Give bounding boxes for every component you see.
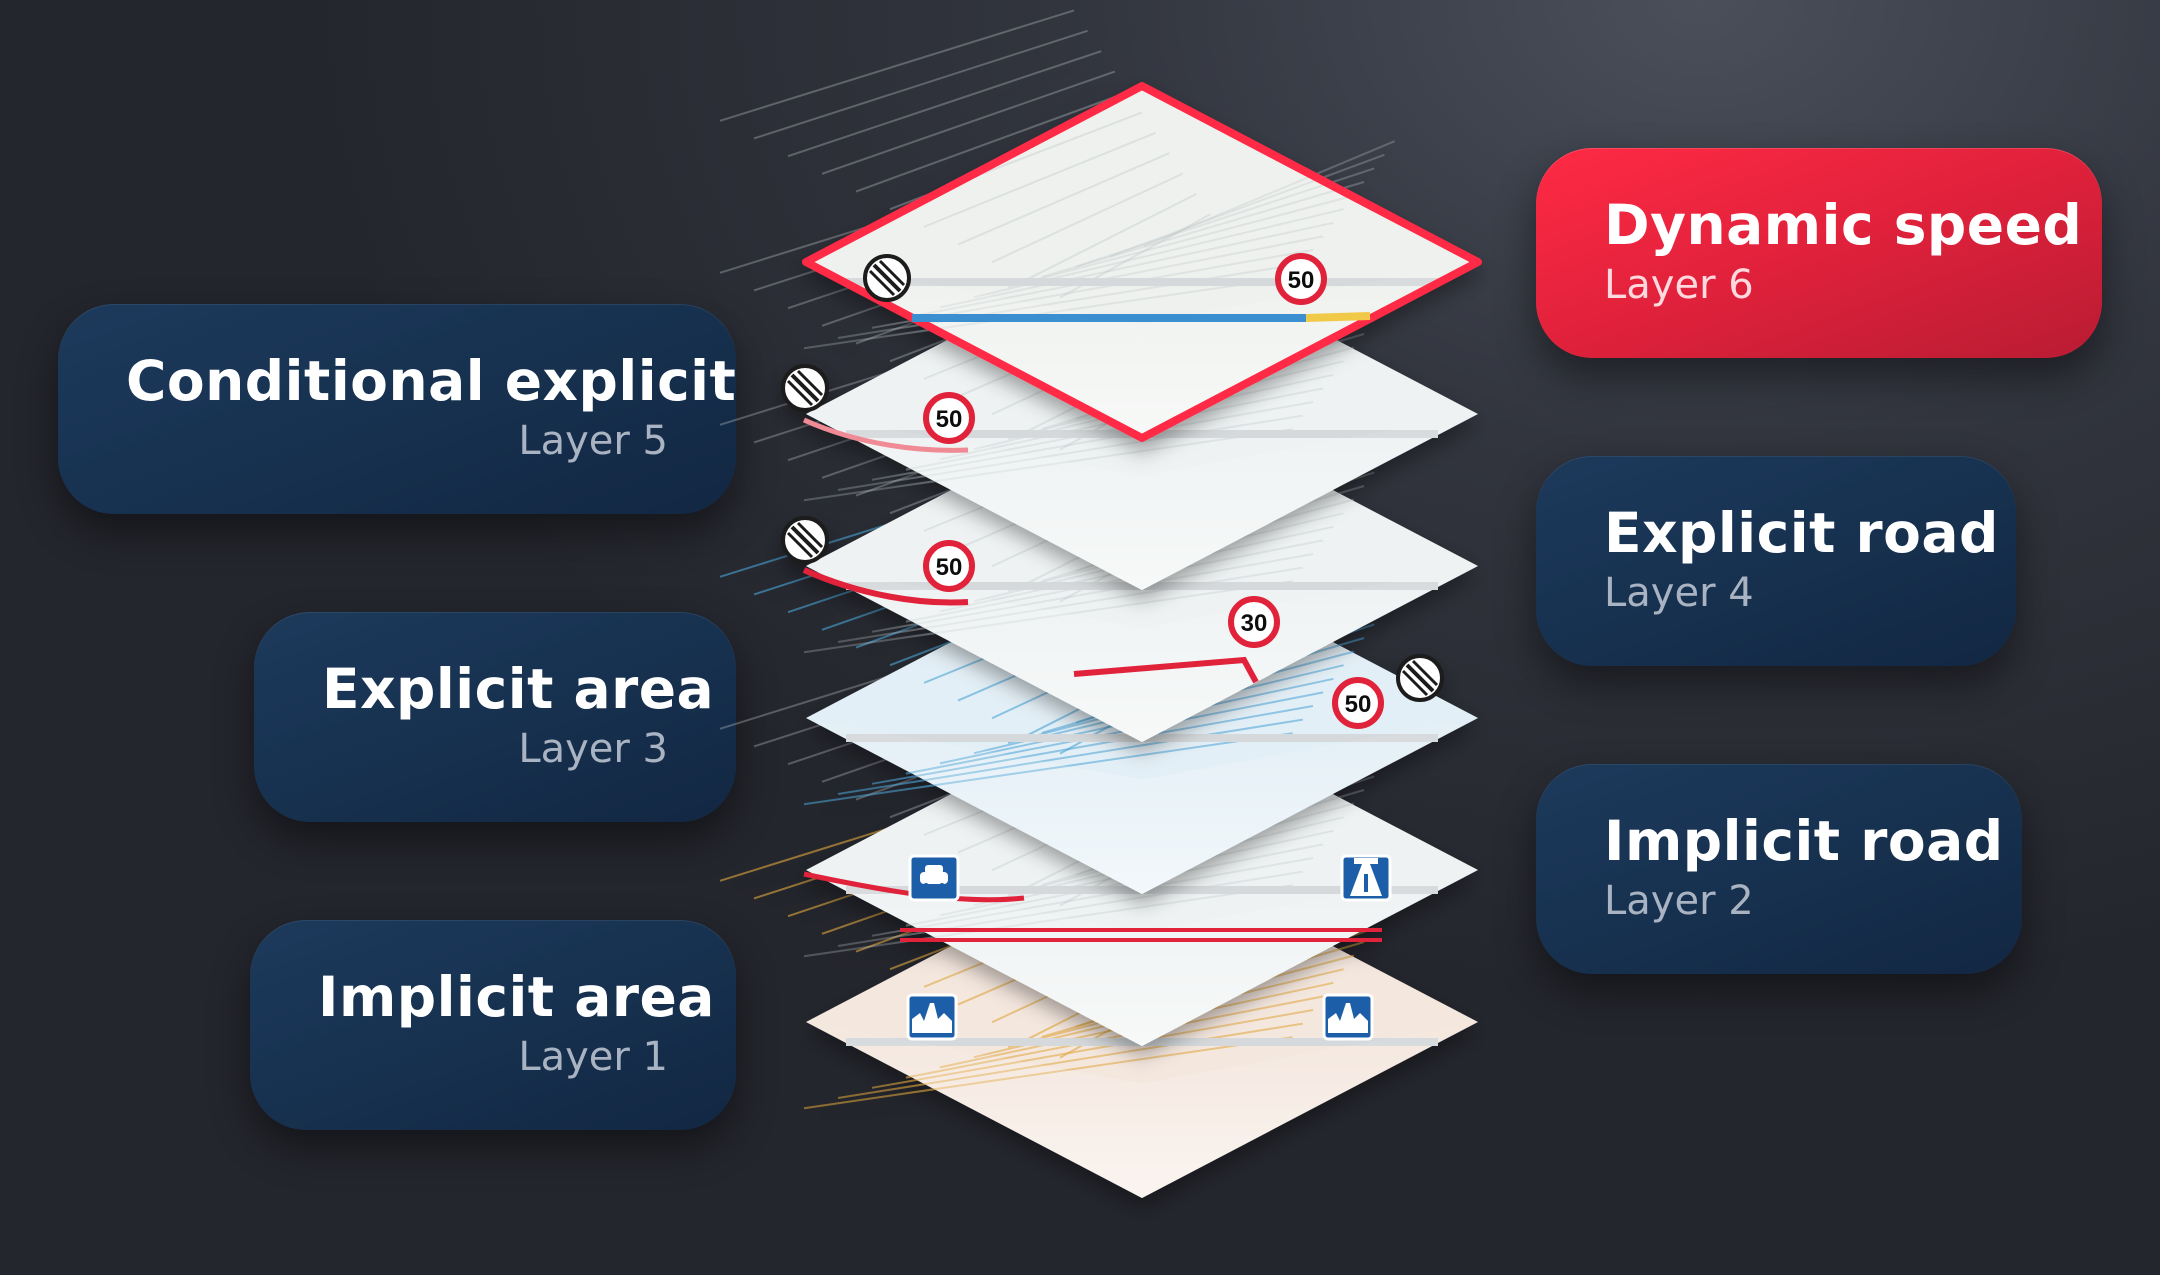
map-street-line: [855, 91, 1129, 193]
map-street-line: [837, 718, 1303, 795]
map-street-line: [957, 152, 1170, 246]
map-street-line: [837, 414, 1303, 491]
speed-sign-value: 50: [936, 406, 963, 433]
map-street-line: [1109, 153, 1385, 258]
speed-limit-icon: 50: [1275, 253, 1327, 305]
map-street-line: [939, 221, 1334, 309]
map-street-line: [1007, 194, 1355, 288]
layer-5-card[interactable]: Conditional explicit Layer 5: [58, 304, 736, 514]
active-layer-outline: [802, 82, 1482, 442]
no-entry-icon: [781, 516, 829, 564]
map-layer-fade: [806, 566, 1478, 742]
speed-route-line: [1073, 656, 1259, 684]
speed-sign-value: 50: [1288, 267, 1315, 294]
map-street-line: [753, 29, 1088, 140]
map-layer-6: 50: [719, 9, 1482, 442]
layer-2-subtitle: Layer 2: [1604, 878, 1754, 924]
map-layer-fade: [806, 414, 1478, 590]
speed-sign-value: 50: [1345, 691, 1372, 718]
built-up-area-icon: [1322, 993, 1374, 1041]
layer-4-card[interactable]: Explicit road Layer 4: [1536, 456, 2016, 666]
motor-road-icon: [908, 854, 960, 902]
speed-route-line: [802, 567, 969, 606]
speed-limit-icon: 30: [1228, 596, 1280, 648]
map-layer-fade: [806, 870, 1478, 1046]
map-street-line: [991, 172, 1184, 264]
layer-6-subtitle: Layer 6: [1604, 262, 1754, 308]
map-street-line: [1143, 140, 1395, 248]
no-entry-icon: [1396, 654, 1444, 702]
layer-5-subtitle: Layer 5: [518, 418, 668, 464]
built-up-area-icon: [906, 993, 958, 1041]
layer-3-title: Explicit area: [322, 657, 715, 721]
map-street-line: [837, 566, 1303, 643]
layer-3-subtitle: Layer 3: [518, 726, 668, 772]
layer-1-title: Implicit area: [318, 965, 715, 1029]
map-street-line: [719, 9, 1075, 122]
layer-2-title: Implicit road: [1604, 809, 2004, 873]
motorway-icon: [1340, 854, 1392, 902]
map-street-line: [837, 870, 1303, 947]
map-street-line: [837, 262, 1303, 339]
layer-4-title: Explicit road: [1604, 501, 1999, 565]
layer-1-card[interactable]: Implicit area Layer 1: [250, 920, 736, 1130]
layer-3-card[interactable]: Explicit area Layer 3: [254, 612, 736, 822]
map-street-line: [787, 50, 1102, 158]
map-street-line: [923, 131, 1156, 228]
speed-limit-icon: 50: [1332, 677, 1384, 729]
layer-1-subtitle: Layer 1: [518, 1034, 668, 1080]
layer-6-title: Dynamic speed: [1604, 193, 2083, 257]
map-street-line: [1025, 193, 1197, 281]
layer-5-title: Conditional explicit: [126, 349, 737, 413]
layer-6-card[interactable]: Dynamic speed Layer 6: [1536, 148, 2102, 358]
layer-4-subtitle: Layer 4: [1604, 570, 1754, 616]
speed-sign-value: 30: [1241, 610, 1268, 637]
map-layer-fade: [806, 1022, 1478, 1198]
speed-limit-icon: 50: [923, 540, 975, 592]
speed-limit-icon: 50: [923, 392, 975, 444]
no-entry-icon: [781, 364, 829, 412]
no-entry-icon: [863, 254, 911, 302]
layer-2-card[interactable]: Implicit road Layer 2: [1536, 764, 2022, 974]
map-layer-fade: [806, 718, 1478, 894]
map-layer-fade: [806, 262, 1478, 438]
map-street-line: [821, 70, 1116, 175]
speed-sign-value: 50: [936, 554, 963, 581]
speed-route-line: [802, 417, 969, 453]
dynamic-speed-road: [1305, 312, 1371, 322]
map-street-line: [837, 1022, 1303, 1099]
